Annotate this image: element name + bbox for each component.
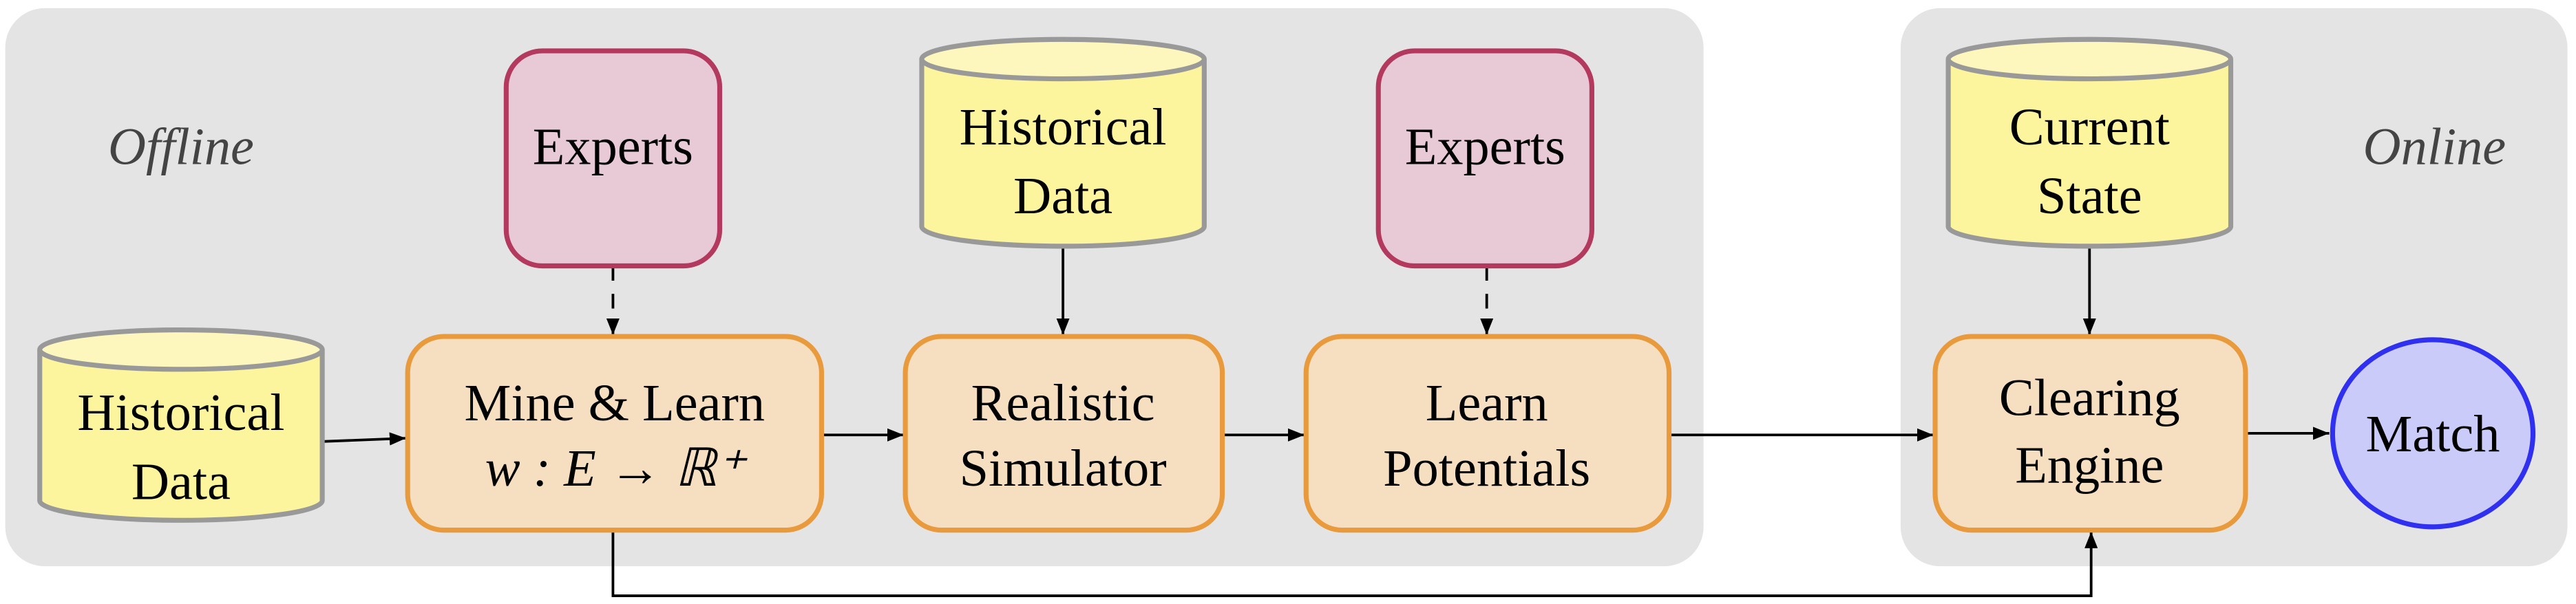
- node-label-formula: w : E → ℝ⁺: [485, 439, 748, 497]
- historical-data-db-top: Historical Data: [919, 36, 1207, 249]
- match-node: Match: [2330, 337, 2536, 530]
- db-label-line2: Data: [1013, 166, 1112, 225]
- db-label-line2: State: [2037, 166, 2142, 225]
- experts-node-1: Experts: [503, 48, 723, 269]
- db-label-line1: Current: [2009, 98, 2170, 156]
- learn-potentials-node: Learn Potentials: [1303, 334, 1672, 533]
- current-state-db: Current State: [1945, 36, 2234, 249]
- experts-label: Experts: [1405, 118, 1565, 176]
- experts-label: Experts: [533, 118, 693, 176]
- historical-data-db-left: Historical Data: [37, 327, 325, 523]
- node-label-line2: Engine: [2015, 435, 2164, 494]
- node-label-line1: Mine & Learn: [464, 374, 765, 432]
- mine-learn-node: Mine & Learn w : E → ℝ⁺: [405, 334, 824, 533]
- node-label-line1: Realistic: [971, 374, 1155, 432]
- realistic-simulator-node: Realistic Simulator: [902, 334, 1225, 533]
- db-label-line2: Data: [131, 452, 231, 510]
- node-label-line1: Learn: [1426, 374, 1548, 432]
- offline-label: Offline: [108, 118, 254, 176]
- edge-historical-to-mine: [322, 432, 406, 446]
- clearing-engine-node: Clearing Engine: [1932, 334, 2248, 533]
- db-label-line1: Historical: [960, 98, 1167, 156]
- experts-node-2: Experts: [1375, 48, 1594, 269]
- edge-mine-to-clearing: [611, 532, 2098, 597]
- online-label: Online: [2363, 118, 2506, 176]
- node-label-line2: Simulator: [960, 439, 1167, 497]
- node-label-line2: Potentials: [1383, 439, 1590, 497]
- node-label-line1: Clearing: [1999, 369, 2180, 427]
- match-label: Match: [2365, 405, 2500, 463]
- db-label-line1: Historical: [77, 383, 284, 442]
